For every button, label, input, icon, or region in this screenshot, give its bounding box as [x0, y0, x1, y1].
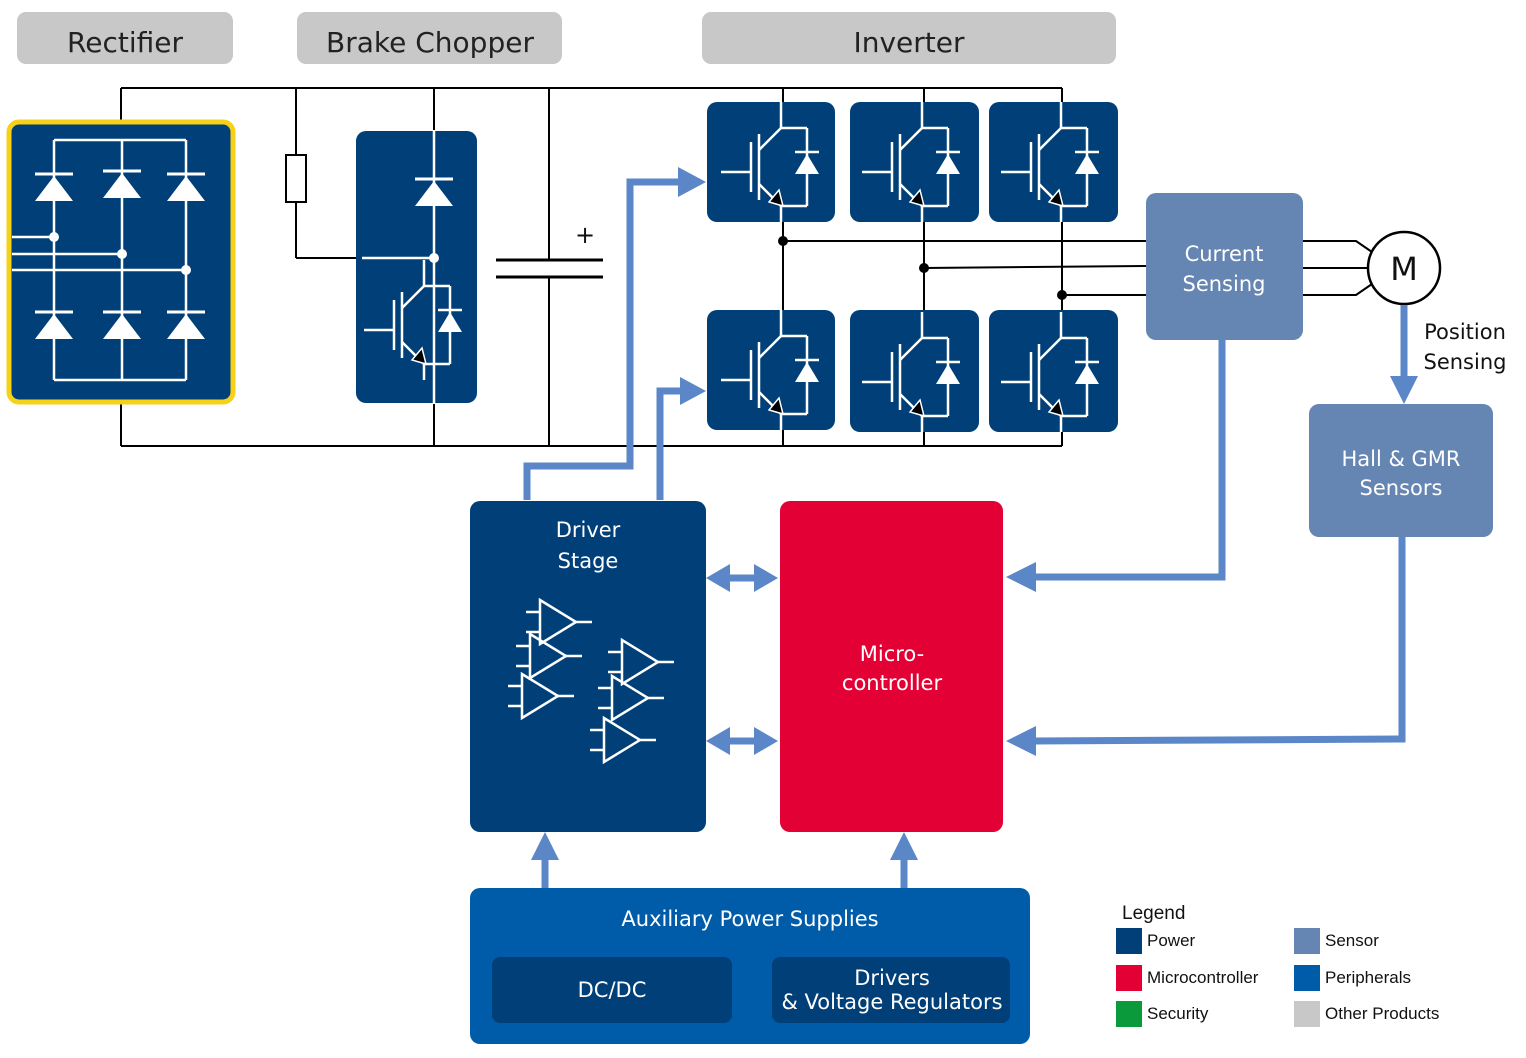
motor-circle	[1366, 230, 1442, 306]
header-rectifier: Rectifier	[17, 12, 233, 64]
motor: M	[1366, 230, 1442, 306]
legend-swatch-sensor	[1294, 928, 1320, 954]
current-sensing-label-line1: Current	[1185, 242, 1264, 266]
auxiliary-power-supplies: Auxiliary Power Supplies DC/DC Drivers &…	[470, 888, 1030, 1044]
legend-swatch-peripherals	[1294, 965, 1320, 991]
legend-swatch-microcontroller	[1116, 965, 1142, 991]
microcontroller-label-line2: controller	[842, 671, 943, 695]
flow-bidir-upper-left	[706, 564, 730, 592]
position-sensing-label-line2: Sensing	[1424, 350, 1507, 374]
header-brake-chopper-bar	[297, 12, 562, 64]
inverter-igbt-bottom-1	[707, 310, 835, 430]
hall-gmr-label-line2: Sensors	[1360, 476, 1443, 500]
header-brake-chopper: Brake Chopper	[297, 12, 562, 64]
header-inverter-label: Inverter	[853, 26, 965, 59]
flow-bidir-upper-right	[754, 564, 778, 592]
brake-chopper-block	[356, 131, 477, 403]
legend-title: Legend	[1122, 903, 1185, 924]
flow-driver-to-upper-gates	[523, 178, 680, 500]
hall-gmr-sensors: Hall & GMR Sensors	[1309, 404, 1493, 537]
flow-hall-to-micro	[1033, 537, 1406, 745]
rectifier-module	[6, 119, 236, 405]
header-rectifier-bar	[17, 12, 233, 64]
flow-current-to-micro	[1034, 340, 1226, 581]
microcontroller-label-line1: Micro-	[860, 642, 925, 666]
header-brake-chopper-label: Brake Chopper	[326, 26, 534, 59]
legend-label-other-products: Other Products	[1325, 1004, 1439, 1023]
current-sensing-label-line2: Sensing	[1183, 272, 1266, 296]
legend-label-peripherals: Peripherals	[1325, 968, 1411, 987]
position-sensing-label-line1: Position	[1424, 320, 1506, 344]
brake-resistor	[285, 154, 307, 203]
dcdc-block	[492, 957, 732, 1023]
hall-gmr-label-line1: Hall & GMR	[1341, 447, 1460, 471]
microcontroller: Micro- controller	[780, 501, 1003, 832]
driver-stage-block	[470, 501, 706, 832]
signal-flows	[523, 167, 1418, 888]
current-sensing-block	[1146, 193, 1303, 340]
legend-label-security: Security	[1147, 1004, 1209, 1023]
driver-stage: Driver Stage	[470, 501, 706, 832]
flow-bidir-lower-left	[706, 727, 730, 755]
legend-swatch-power	[1116, 928, 1142, 954]
phase-wiring	[778, 236, 1373, 300]
flow-driver-to-lower-gates	[656, 387, 682, 500]
header-rectifier-label: Rectifier	[67, 26, 183, 59]
drivers-vr-label-line1: Drivers	[854, 966, 930, 990]
drivers-vr-label-line2: & Voltage Regulators	[781, 990, 1002, 1014]
legend-swatch-security	[1116, 1001, 1142, 1027]
legend-label-microcontroller: Microcontroller	[1147, 968, 1259, 987]
legend-label-power: Power	[1147, 931, 1196, 950]
header-inverter: Inverter	[702, 12, 1116, 64]
flow-bidir-lower-right	[754, 727, 778, 755]
dcdc-label: DC/DC	[578, 978, 647, 1002]
motor-label: M	[1390, 250, 1418, 288]
microcontroller-block	[780, 501, 1003, 832]
driver-stage-label-line1: Driver	[556, 518, 621, 542]
brake-chopper-module	[356, 131, 477, 403]
hall-gmr-block	[1309, 404, 1493, 537]
driver-stage-label-line2: Stage	[558, 549, 619, 573]
legend-label-sensor: Sensor	[1325, 931, 1379, 950]
header-inverter-bar	[702, 12, 1116, 64]
inverter-modules	[707, 100, 1118, 434]
legend-swatch-other-products	[1294, 1001, 1320, 1027]
drivers-vr-block	[772, 957, 1010, 1023]
aux-power-label: Auxiliary Power Supplies	[621, 907, 878, 931]
inverter-igbt-top-1	[707, 102, 835, 222]
current-sensing: Current Sensing	[1146, 193, 1303, 340]
capacitor-plus-sign: +	[575, 221, 595, 249]
